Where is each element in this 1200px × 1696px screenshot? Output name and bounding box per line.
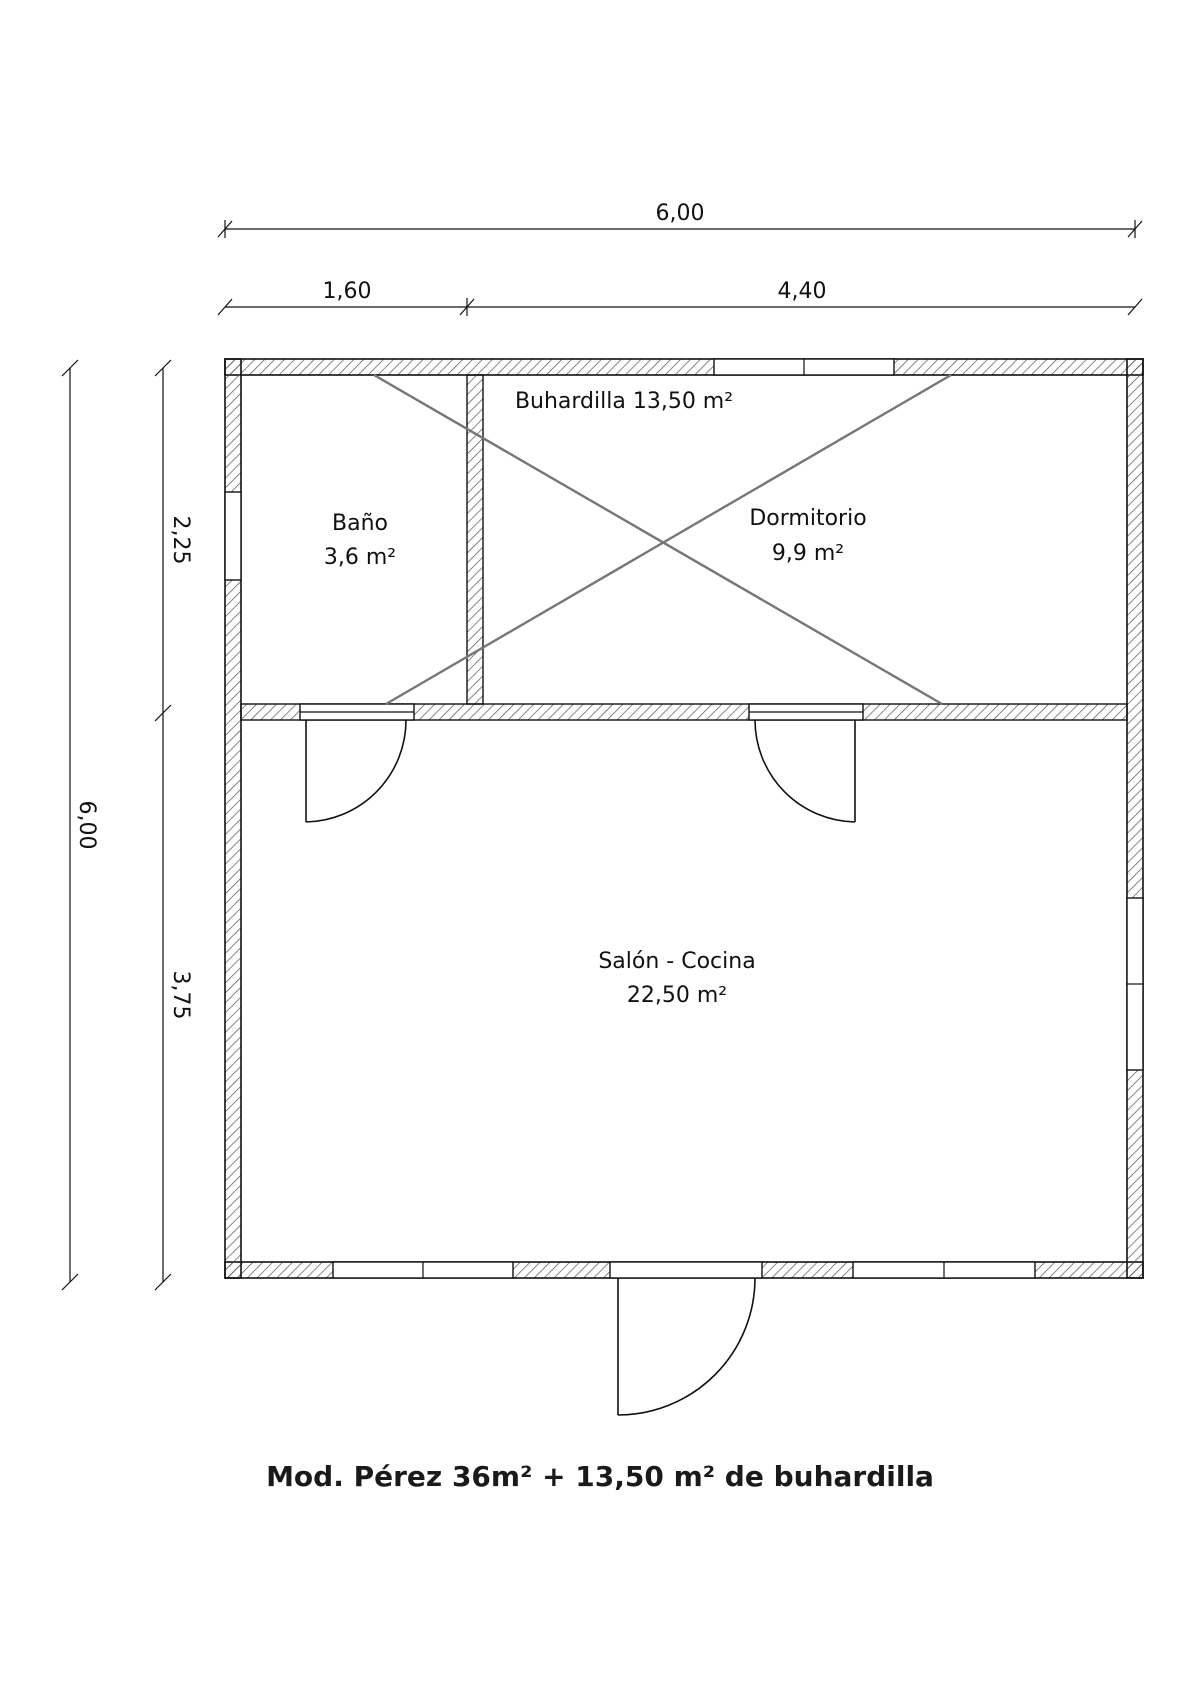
dimension-total-height-label: 6,00 — [74, 801, 99, 850]
windows — [224, 358, 1144, 1279]
bathroom-name: Baño — [332, 511, 388, 536]
dimension-right-width-label: 4,40 — [778, 279, 827, 304]
door-bathroom — [299, 703, 415, 823]
bedroom-name: Dormitorio — [749, 506, 866, 531]
bedroom-area: 9,9 m² — [772, 541, 844, 566]
window-left-bathroom — [224, 491, 242, 581]
dimension-top-split: 1,60 4,40 — [217, 279, 1143, 316]
window-bottom-left — [332, 1261, 514, 1279]
dimension-bottom-height-label: 3,75 — [168, 971, 193, 1020]
dimension-total-width-label: 6,00 — [656, 201, 705, 226]
window-top — [713, 358, 895, 376]
attic-cross — [373, 373, 952, 706]
bathroom-area: 3,6 m² — [324, 545, 396, 570]
dimension-left-width-label: 1,60 — [323, 279, 372, 304]
door-entrance — [609, 1261, 763, 1416]
living-kitchen-area: 22,50 m² — [627, 983, 727, 1008]
door-bedroom — [748, 703, 864, 823]
walls — [224, 358, 1144, 1279]
attic-label: Buhardilla 13,50 m² — [515, 389, 733, 414]
living-kitchen-name: Salón - Cocina — [598, 949, 755, 974]
window-bottom-right — [852, 1261, 1036, 1279]
window-right-living — [1126, 897, 1144, 1071]
plan-caption: Mod. Pérez 36m² + 13,50 m² de buhardilla — [266, 1460, 934, 1493]
dimension-top-total: 6,00 — [217, 201, 1143, 238]
dimension-top-height-label: 2,25 — [168, 516, 193, 565]
dimension-left-total: 6,00 — [61, 359, 99, 1291]
dimension-left-split: 2,25 3,75 — [154, 359, 193, 1291]
